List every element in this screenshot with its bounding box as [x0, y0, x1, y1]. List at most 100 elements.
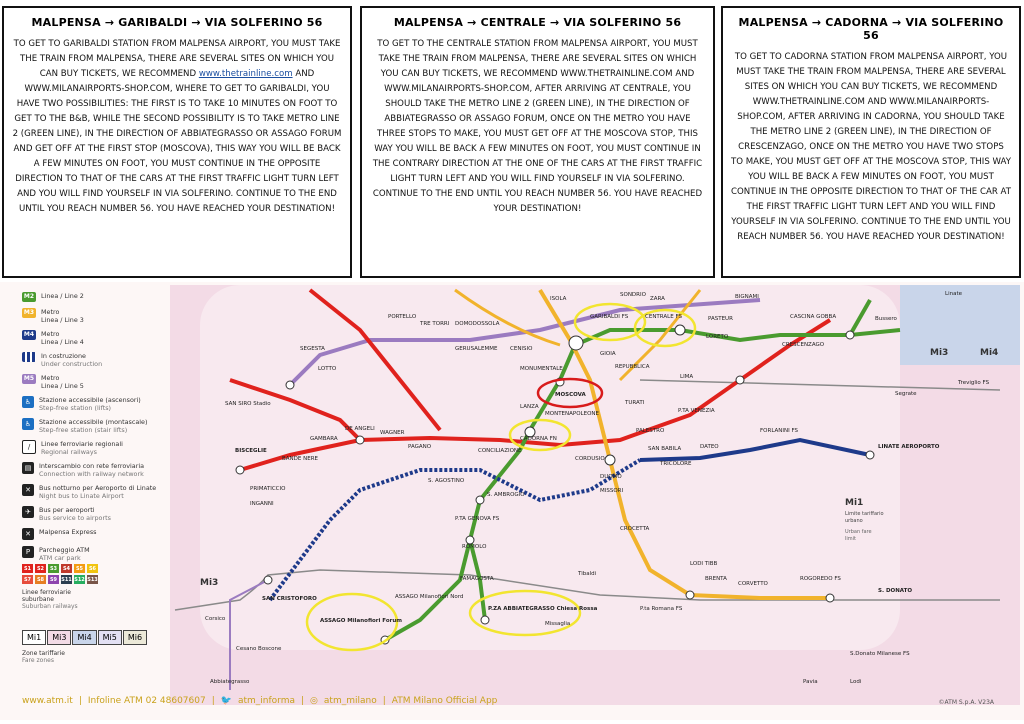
station-node-pagano[interactable]	[355, 435, 365, 445]
station-label: MISSORI	[600, 488, 624, 494]
station-label: SEGESTA	[300, 346, 325, 352]
station-node-centrale[interactable]	[674, 324, 686, 336]
station-label: REPUBBLICA	[615, 364, 650, 370]
station-label: GERUSALEMME	[455, 346, 498, 352]
station-label: S. AMBROGIO	[487, 492, 525, 498]
metro-line-m2-branch	[468, 539, 487, 621]
website-link[interactable]: www.atm.it	[22, 696, 73, 706]
station-label: PORTELLO	[388, 314, 417, 320]
highlight-garibaldi	[573, 302, 647, 342]
station-node-romolo[interactable]	[465, 535, 475, 545]
station-label: LINATE AEROPORTO	[878, 444, 940, 450]
station-node-linate[interactable]	[865, 450, 875, 460]
station-label: CORVETTO	[738, 581, 769, 587]
station-label: PAGANO	[408, 444, 432, 450]
station-label: BANDE NERE	[282, 456, 319, 462]
station-label: CASCINA GOBBA	[790, 314, 836, 320]
station-label: TURATI	[624, 400, 645, 406]
station-label: CROCETTA	[620, 526, 650, 532]
urban-limit-label: limit	[845, 536, 856, 542]
night-bus-icon: ✕	[22, 484, 34, 496]
station-label: Abbiategrasso	[210, 679, 250, 685]
card-text-after-link: AND www.milanairports-shop.com, WHERE TO…	[12, 69, 342, 214]
station-label: GIOIA	[600, 351, 616, 357]
station-node-loreto[interactable]	[735, 375, 745, 385]
station-label: Tibaldi	[577, 571, 597, 577]
station-label: CENISIO	[510, 346, 533, 352]
station-label: GARIBALDI FS	[590, 314, 629, 320]
station-node-abbiategrasso[interactable]	[480, 615, 490, 625]
accessible-icon: ♿	[22, 396, 34, 408]
railway-line	[639, 379, 1001, 391]
zone-mi1-area	[200, 285, 900, 650]
urban-limit-label: Urban fare	[845, 529, 872, 535]
station-node-s-ambrogio[interactable]	[475, 495, 485, 505]
directions-card-centrale: MALPENSA → CENTRALE → VIA SOLFERINO 56 T…	[360, 6, 715, 278]
station-label: INGANNI	[250, 501, 274, 507]
station-label: CENTRALE FS	[645, 314, 683, 320]
station-node-bisceglie[interactable]	[235, 465, 245, 475]
parking-icon: P	[22, 546, 34, 558]
metro-map-svg: Mi3 Mi4 Mi3 Mi1 Limite tariffario urbano…	[170, 285, 1020, 705]
station-label: MOSCOVA	[555, 392, 587, 398]
card-body: TO GET TO CADORNA STATION FROM MALPENSA …	[731, 52, 1012, 242]
station-node-rogoredo[interactable]	[685, 590, 695, 600]
legend-stair-lift: ♿Stazione accessibile (montascale)Step-f…	[22, 418, 172, 434]
station-label: CRESCENZAGO	[782, 342, 825, 348]
card-title: MALPENSA → CENTRALE → VIA SOLFERINO 56	[393, 16, 682, 29]
station-label: ZARA	[650, 296, 665, 302]
metro-line-m4-construction	[268, 458, 642, 602]
metro-line-m5	[288, 298, 761, 387]
station-label: BRENTA	[705, 576, 727, 582]
highlight-abbiategrasso	[468, 589, 582, 637]
station-label: ASSAGO Milanofiori Forum	[320, 618, 402, 624]
metro-line-m2-branch	[848, 299, 872, 336]
station-label: SONDRIO	[620, 292, 647, 298]
station-label: PASTEUR	[708, 316, 733, 322]
station-label: CONCILIAZIONE	[478, 448, 522, 454]
station-node-cadorna[interactable]	[524, 426, 536, 438]
trainline-link[interactable]: www.thetrainline.com	[198, 69, 293, 79]
station-label: CADORNA FN	[520, 436, 557, 442]
station-label: SAN CRISTOFORO	[262, 596, 317, 602]
station-label: P.TA VENEZIA	[678, 408, 715, 414]
station-label: P.TA GENOVA FS	[455, 516, 500, 522]
station-label: P.ta Romana FS	[640, 606, 683, 612]
station-node-cascina-gobba[interactable]	[845, 330, 855, 340]
zone-label: Mi1	[845, 498, 863, 508]
card-body: TO GET TO GARIBALDI STATION FROM MALPENS…	[12, 37, 342, 217]
directions-card-cadorna: MALPENSA → CADORNA → VIA SOLFERINO 56 TO…	[721, 6, 1021, 278]
app-name[interactable]: ATM Milano Official App	[391, 696, 498, 706]
station-label: LODI TIBB	[690, 561, 718, 567]
station-label: Lodi	[850, 679, 862, 685]
station-label: Bussero	[875, 316, 898, 322]
legend-malpensa-express: ✕Malpensa Express	[22, 528, 172, 540]
station-node-duomo[interactable]	[604, 454, 616, 466]
station-label: LOTTO	[318, 366, 337, 372]
station-label: Missaglia	[545, 621, 570, 627]
station-node-s-donato[interactable]	[825, 593, 835, 603]
zone-label: Mi3	[930, 348, 948, 358]
instagram-handle[interactable]: atm_milano	[323, 696, 377, 706]
train-icon: ▤	[22, 462, 34, 474]
station-label: S. DONATO	[878, 588, 912, 594]
directions-card-garibaldi: MALPENSA → GARIBALDI → VIA SOLFERINO 56 …	[2, 6, 352, 278]
station-node-san-siro[interactable]	[285, 380, 295, 390]
metro-map: Mi3 Mi4 Mi3 Mi1 Limite tariffario urbano…	[0, 282, 1024, 720]
zone-label: Mi4	[980, 348, 998, 358]
station-label: Pavia	[803, 679, 818, 685]
twitter-icon: 🐦	[220, 696, 232, 706]
map-footer: www.atm.it| Infoline ATM 02 48607607| 🐦a…	[22, 696, 498, 706]
twitter-handle[interactable]: atm_informa	[237, 696, 295, 706]
station-label: SAN BABILA	[648, 446, 681, 452]
station-label: PALESTRO	[636, 428, 665, 434]
station-label: MONTENAPOLEONE	[545, 411, 600, 417]
station-node-garibaldi[interactable]	[568, 335, 584, 351]
station-node-san-cristoforo[interactable]	[263, 575, 273, 585]
station-label: FORLANINI FS	[760, 428, 799, 434]
